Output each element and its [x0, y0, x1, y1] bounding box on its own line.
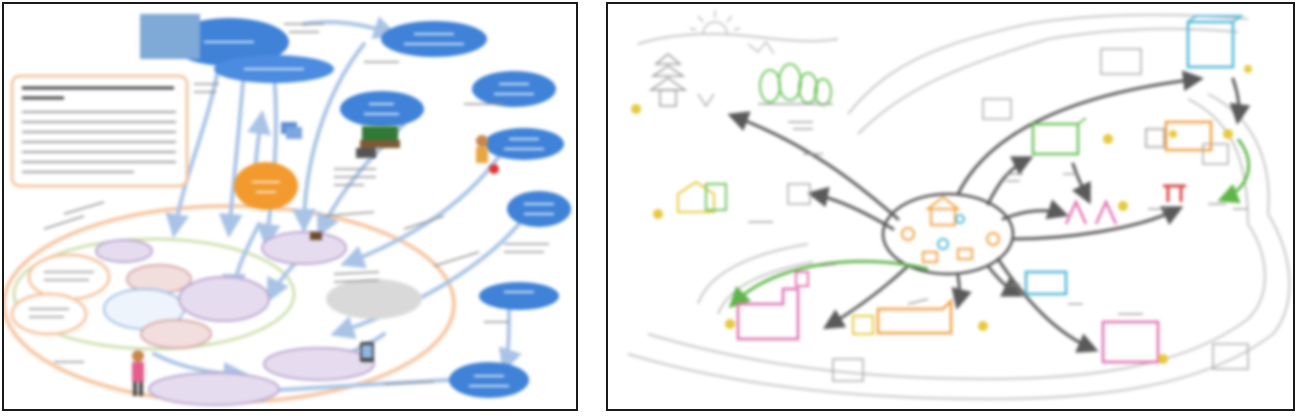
house-sketch-left: [677, 180, 727, 213]
blue-node-mid: [340, 91, 424, 127]
person-icon: [132, 350, 144, 396]
blurred-photo: [140, 14, 200, 59]
info-box-lines: [22, 86, 176, 173]
road-lines: [627, 13, 1291, 401]
truck-icon: [310, 232, 322, 240]
yellow-figure-markers: [631, 65, 1252, 364]
blue-node-right: [484, 128, 564, 160]
misc-gray-sketches: [697, 48, 1249, 382]
blue-node-upper-right: [472, 71, 556, 107]
concept-network-panel: [2, 2, 578, 411]
pagoda-sketch: [648, 53, 688, 107]
school-sketch-pink: [736, 271, 809, 341]
torii-gate-sketch: [1163, 184, 1186, 202]
sketch-map-panel: [606, 2, 1295, 411]
green-arrow-right: [1217, 138, 1251, 204]
shop-sketch-orange: [852, 297, 953, 335]
sun-sketch: [689, 10, 775, 55]
handwritten-labels: [748, 121, 1248, 315]
central-hub: [881, 192, 1015, 276]
sketch-map-illustration: [627, 10, 1291, 401]
pink-node-lower: [140, 319, 212, 349]
gray-node: [326, 279, 422, 319]
orange-sub-ring-2: [10, 292, 88, 336]
mobile-phone-icon: [360, 342, 374, 362]
blue-node-bottom-right-1: [479, 282, 559, 310]
building-sketch-cyan-mid: [1024, 270, 1068, 296]
orange-core-node: [234, 162, 298, 210]
forest-sketch: [758, 63, 833, 106]
playground-sketch: [1064, 198, 1118, 225]
building-sketch-pink-right: [1101, 320, 1160, 364]
sign-board-icon: [356, 126, 400, 158]
person-icon: [476, 135, 499, 174]
purple-node-bottom: [263, 347, 375, 381]
outgoing-arrows: [727, 70, 1251, 353]
purple-node-right: [261, 231, 347, 265]
blue-node-top-right: [381, 21, 487, 57]
hub-contents: [901, 195, 1000, 263]
building-sketch-cyan-top: [1186, 15, 1244, 69]
blue-node-text: [204, 33, 554, 387]
purple-node-top: [95, 239, 153, 263]
purple-node-center: [178, 276, 270, 322]
concept-network-diagram: [4, 14, 571, 406]
document-icon: [281, 122, 302, 139]
green-arrow: [728, 259, 929, 309]
blue-node-bottom-right-2: [449, 362, 529, 398]
building-sketch-green: [1031, 117, 1087, 156]
orange-sub-ring-1: [27, 253, 111, 301]
scattered-labels: [29, 23, 549, 385]
green-ring: [12, 237, 296, 351]
blue-node-right-lower: [507, 191, 571, 227]
purple-node-bottom-left: [148, 372, 280, 406]
building-sketch-orange-right: [1145, 120, 1213, 152]
